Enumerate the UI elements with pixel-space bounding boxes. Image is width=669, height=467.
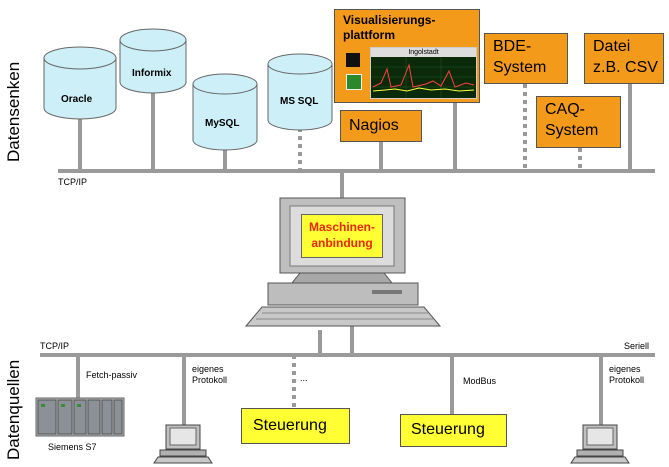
datei-line1: Datei: [593, 38, 631, 55]
eigenes1-line2: Protokoll: [192, 375, 228, 385]
viz-platform-box: Visualisierungs- plattform Ingolstadt: [334, 9, 480, 103]
plc-module: [87, 399, 101, 435]
oracle-cylinder-top: [43, 46, 117, 70]
bottom-bus-right-label: Seriell: [624, 341, 650, 351]
pc2-base: [576, 449, 624, 457]
plc-module: [37, 399, 57, 435]
steuerung-label-2: Steuerung: [411, 421, 485, 438]
mysql-cylinder-top: [192, 73, 258, 95]
nagios-label: Nagios: [349, 117, 399, 134]
dots-label: ...: [300, 373, 308, 383]
steuerung-box-2: Steuerung: [400, 414, 507, 447]
keyboard: [244, 306, 442, 327]
viz-square-dark: [346, 53, 360, 67]
datei-line2: z.B. CSV: [593, 59, 658, 76]
eigenes2-line1: eigenes: [609, 364, 641, 374]
machine-line1: Maschinen-: [308, 220, 375, 234]
computer-base: [267, 282, 419, 306]
pc1-keyboard: [153, 456, 213, 464]
bottom-bus-left-label: TCP/IP: [40, 341, 70, 351]
viz-title-line1: Visualisierungs-: [343, 13, 436, 27]
db-informix-label: Informix: [132, 68, 172, 79]
machine-connector-panel: Maschinen- anbindung: [301, 214, 383, 258]
db-oracle-label: Oracle: [61, 94, 93, 105]
pc2-screen: [586, 427, 614, 446]
caq-system-box: CAQ- System: [536, 96, 621, 148]
siemens-label: Siemens S7: [48, 442, 97, 452]
top-bus-label: TCP/IP: [58, 177, 88, 187]
db-mysql-label: MySQL: [205, 118, 240, 129]
mysql-cylinder: [192, 84, 258, 151]
modbus-label: ModBus: [463, 376, 497, 386]
mssql-cylinder-top: [267, 53, 333, 75]
bde-line1: BDE-: [493, 38, 532, 55]
nagios-box: Nagios: [340, 110, 422, 142]
datei-box: Datei z.B. CSV: [584, 33, 664, 84]
caq-line1: CAQ-: [545, 101, 585, 118]
eigenes2-line2: Protokoll: [609, 375, 645, 385]
machine-line2: anbindung: [311, 236, 373, 250]
mssql-cylinder: [267, 64, 333, 131]
db-mssql-label: MS SQL: [280, 96, 319, 107]
viz-screen-title: Ingolstadt: [371, 48, 476, 57]
steuerung-box-1: Steuerung: [241, 408, 350, 444]
pc1-base: [159, 449, 207, 457]
fetch-label: Fetch-passiv: [86, 370, 138, 380]
pc2-keyboard: [570, 456, 630, 464]
drive-slot: [372, 290, 402, 294]
plc-module: [101, 399, 113, 435]
viz-title-line2: plattform: [343, 28, 395, 42]
informix-cylinder-top: [119, 28, 187, 52]
pc1-screen: [169, 427, 197, 446]
bde-line2: System: [493, 59, 547, 76]
plc-module: [113, 399, 123, 435]
bde-system-box: BDE- System: [484, 33, 568, 84]
chart-icon: [371, 57, 476, 98]
informix-cylinder: [119, 40, 187, 94]
viz-screen: Ingolstadt: [370, 47, 477, 99]
oracle-cylinder: [43, 58, 117, 120]
eigenes1-line1: eigenes: [192, 364, 224, 374]
caq-line2: System: [545, 122, 599, 139]
plc-module: [57, 399, 73, 435]
plc-module: [73, 399, 87, 435]
steuerung-label-1: Steuerung: [253, 417, 327, 434]
viz-square-green: [346, 74, 362, 90]
